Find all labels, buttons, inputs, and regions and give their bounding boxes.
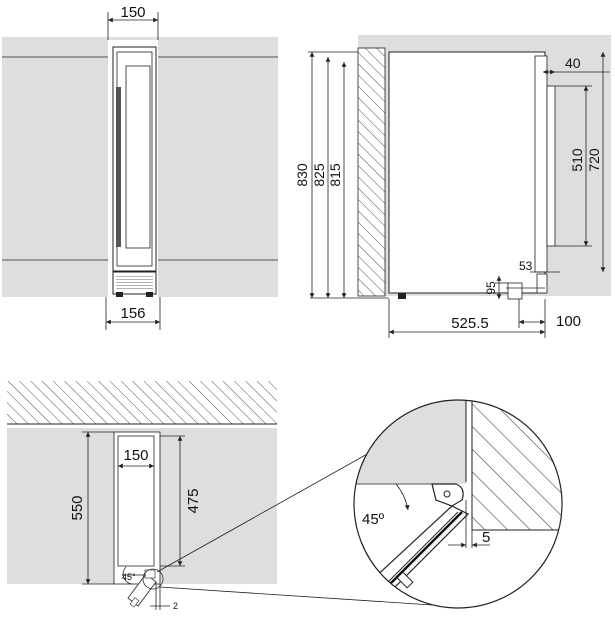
detail-angle-label: 45º <box>362 511 385 528</box>
dim-plinth-95: 95 <box>484 281 498 295</box>
wall-hatch <box>357 47 386 297</box>
dim-offset-53: 53 <box>519 259 533 273</box>
small-gap-label: 2 <box>173 601 178 611</box>
handle-profile <box>546 85 556 247</box>
front-view: 150 156 <box>2 4 278 330</box>
dim-handle-720: 720 <box>586 148 602 172</box>
dim-front-width-top: 150 <box>120 4 145 21</box>
dim-handle-depth: 40 <box>565 55 581 71</box>
small-angle-label: 45° <box>122 572 136 582</box>
ventilation-grill <box>116 275 153 290</box>
appliance-door <box>112 46 157 272</box>
dim-depth-550: 550 <box>69 495 86 520</box>
detail-gap-label: 5 <box>482 529 490 546</box>
appliance-side <box>388 51 546 294</box>
connector-bottom <box>159 586 433 606</box>
detail-view: 45º 5 <box>353 399 563 609</box>
side-view: 830 825 815 40 510 720 53 95 525.5 100 <box>294 35 611 338</box>
dim-height-830: 830 <box>294 163 310 187</box>
connector-top <box>156 447 379 573</box>
dim-depth-475: 475 <box>185 488 202 513</box>
dim-handle-510: 510 <box>569 148 585 172</box>
dim-front-width-bottom: 156 <box>120 305 145 322</box>
top-view: 150 550 475 45° 2 <box>7 381 277 611</box>
dim-depth-100: 100 <box>556 313 581 330</box>
niche <box>108 40 158 297</box>
dim-top-width: 150 <box>123 447 148 464</box>
detail-marker <box>142 568 164 590</box>
dim-height-815: 815 <box>327 163 343 187</box>
door-profile <box>534 55 548 273</box>
dim-height-825: 825 <box>311 163 327 187</box>
small-door-open: 45° 2 <box>122 566 178 611</box>
dim-depth-525: 525.5 <box>451 315 489 332</box>
door-handle <box>116 87 121 247</box>
wall-section <box>7 381 277 424</box>
